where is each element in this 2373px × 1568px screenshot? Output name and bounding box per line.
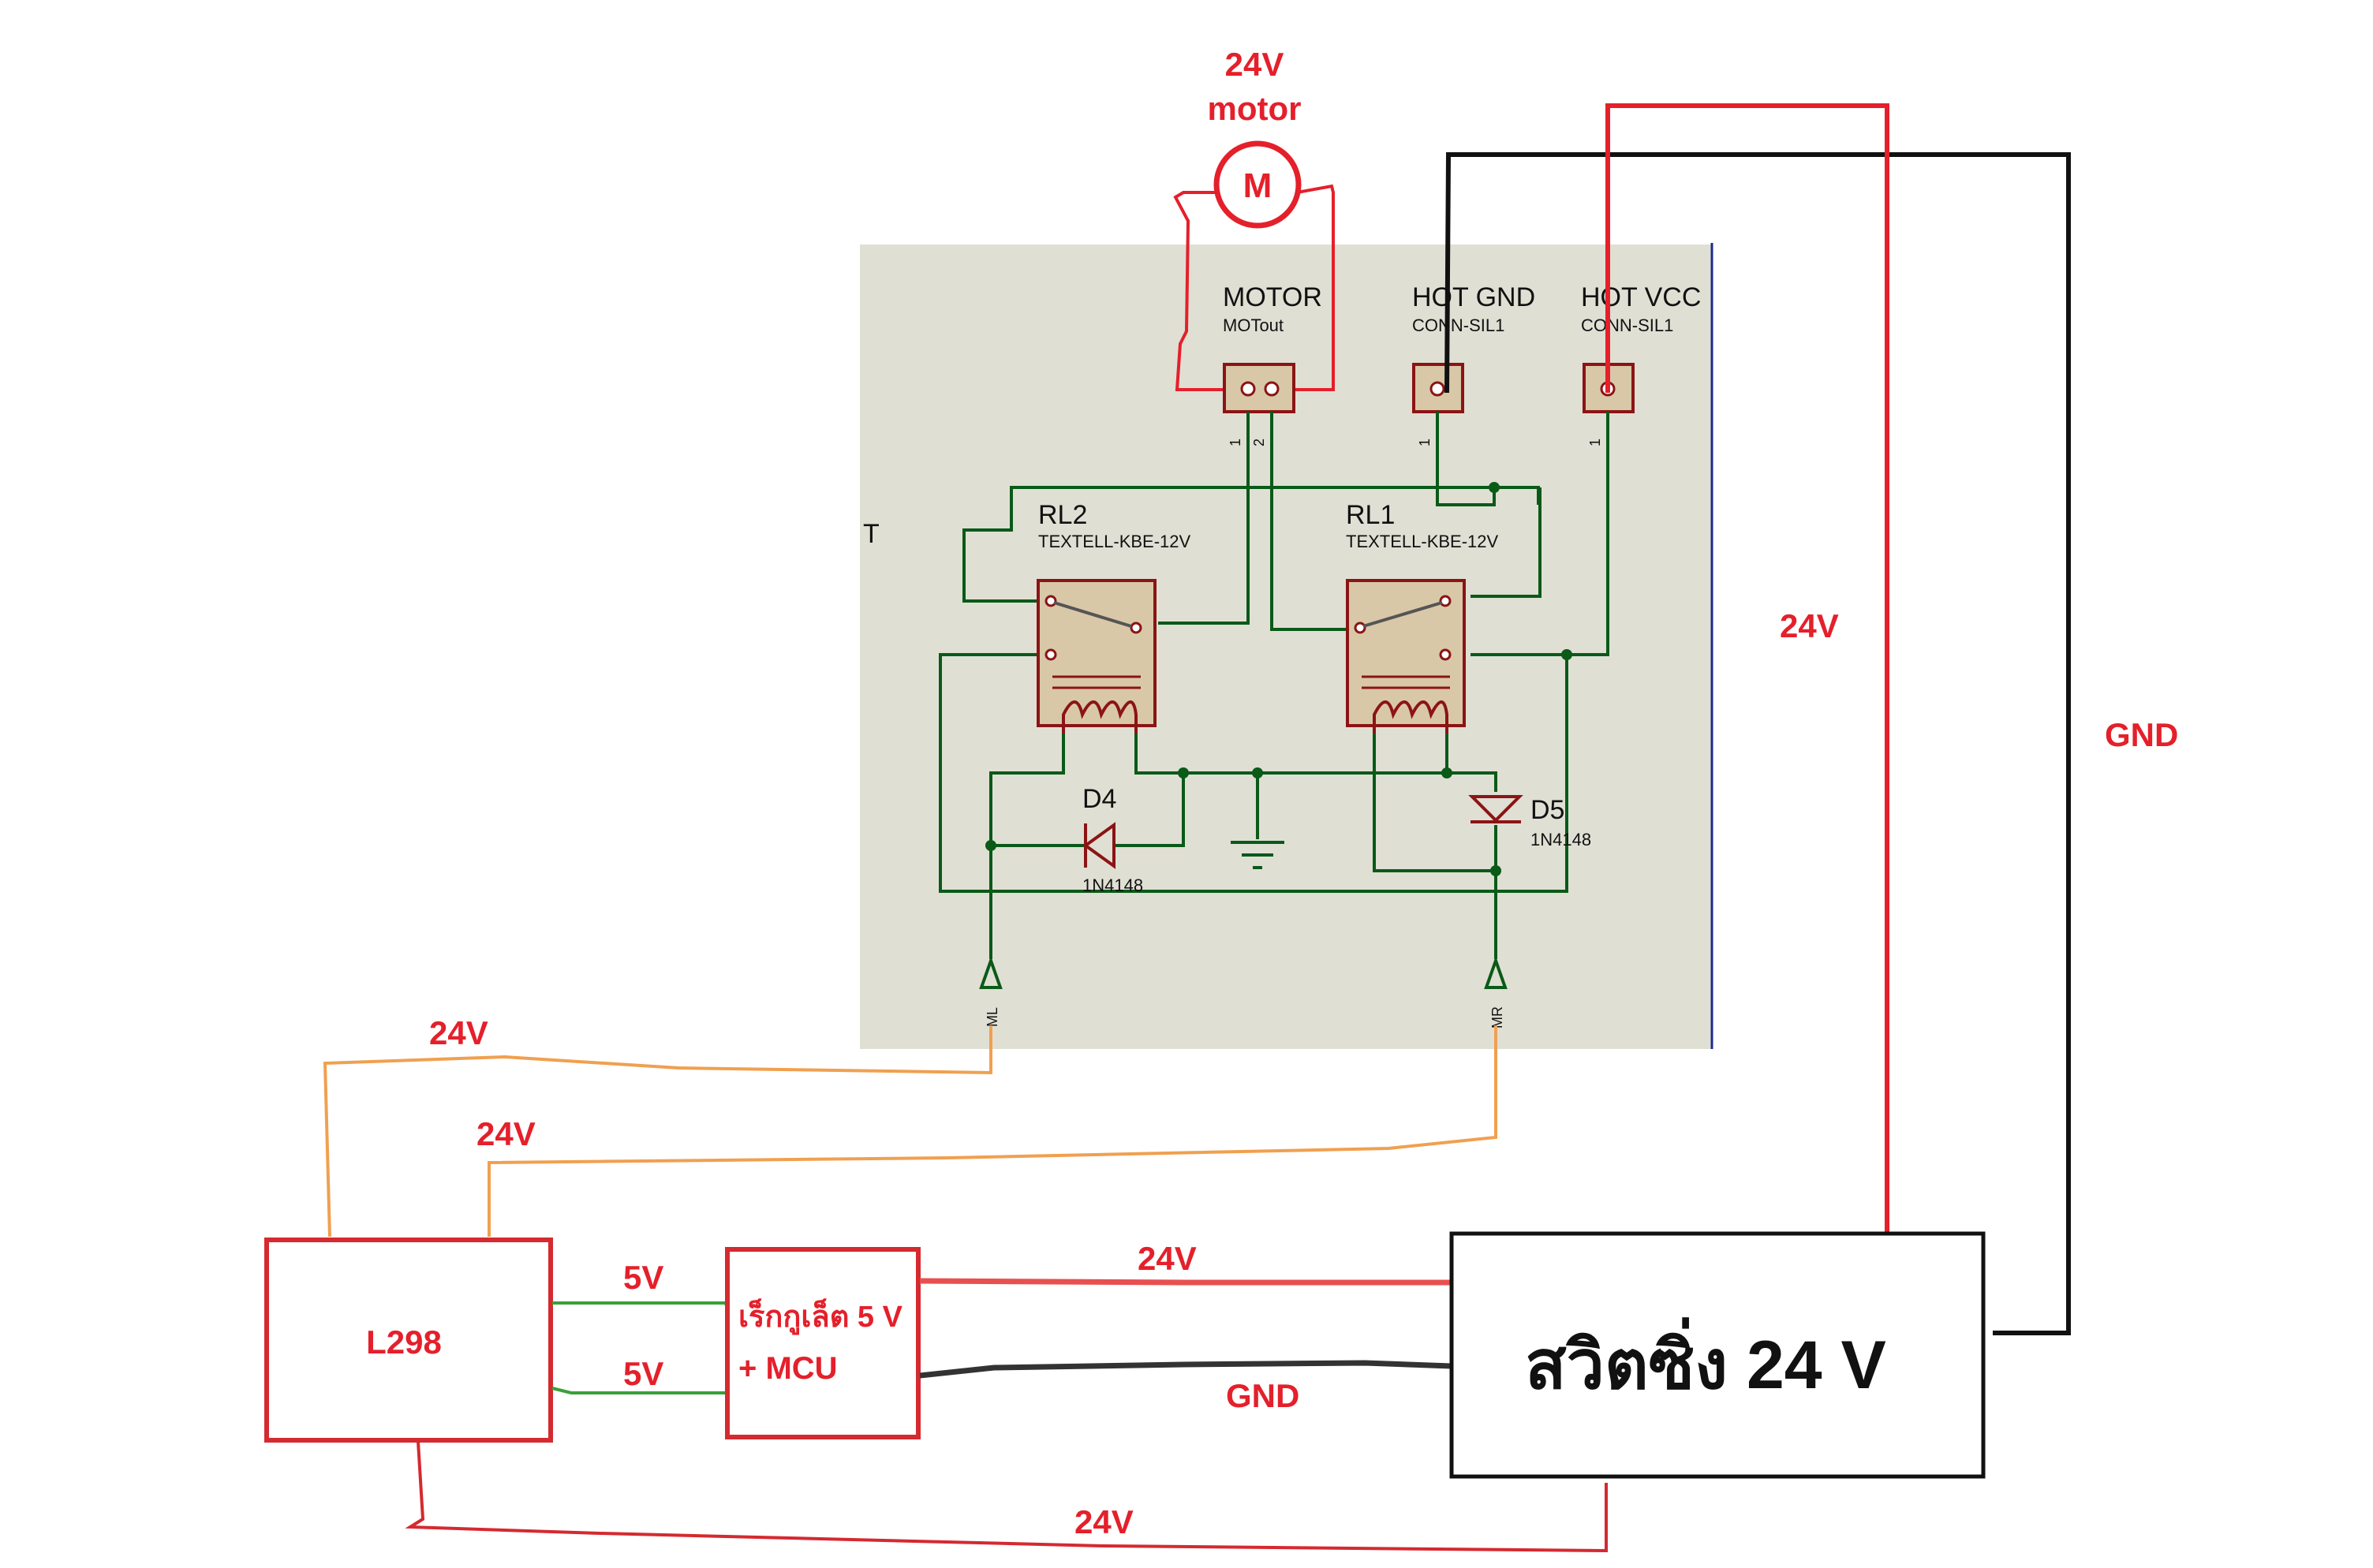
schematic-junctions xyxy=(985,482,1572,876)
relay-rl1-part: TEXTELL-KBE-12V xyxy=(1346,532,1499,551)
relay-rl2: RL2 TEXTELL-KBE-12V xyxy=(1037,500,1191,734)
port-mr: MR xyxy=(1484,955,1508,1029)
wire-psu-24v xyxy=(1605,103,1889,1234)
relay-rl1-name: RL1 xyxy=(1346,500,1395,530)
schematic-edge-text: T xyxy=(863,519,880,549)
port-ml-arrow xyxy=(979,955,1003,989)
connector-motor: MOTOR MOTout 1 2 xyxy=(1223,282,1322,446)
diode-d4-part: 1N4148 xyxy=(1082,875,1143,895)
port-mr-label: MR xyxy=(1489,1006,1505,1029)
connector-motor-pin2 xyxy=(1264,381,1280,397)
wire-motor-pin2 xyxy=(1270,412,1351,631)
wire-bottom-24v xyxy=(405,1441,1608,1553)
regulator-label: เร็กกูเล็ต 5 V xyxy=(738,1298,903,1335)
psu-box xyxy=(1449,1231,1986,1479)
motor-icon xyxy=(1213,140,1302,229)
connector-hot-gnd-part: CONN-SIL1 xyxy=(1412,315,1504,335)
wire-l298-to-ml xyxy=(323,1025,992,1238)
connector-motor-pin1 xyxy=(1240,381,1256,397)
wire-5v-top xyxy=(552,1301,729,1310)
regulator-mcu-block: เร็กกูเล็ต 5 V + MCU xyxy=(725,1247,921,1439)
diode-d5-part: 1N4148 xyxy=(1530,830,1591,849)
motor-title-line2: motor xyxy=(1208,90,1302,127)
connector-hot-gnd-name: HOT GND xyxy=(1412,282,1535,312)
mcu-label: + MCU xyxy=(738,1351,838,1386)
diode-d5-symbol xyxy=(1468,795,1523,823)
regulator-mcu-box xyxy=(725,1247,921,1439)
diode-d4-symbol xyxy=(1082,822,1115,869)
label-24v-ml: 24V xyxy=(429,1014,488,1051)
connector-hot-vcc-name: HOT VCC xyxy=(1581,282,1701,312)
label-5v-bottom: 5V xyxy=(623,1355,663,1392)
wire-rl1-no xyxy=(1471,412,1609,656)
connector-motor-body xyxy=(1223,363,1295,413)
l298-block: L298 xyxy=(264,1238,553,1443)
label-24v-bottom: 24V xyxy=(1074,1503,1134,1540)
diode-d4: D4 1N4148 xyxy=(1082,784,1143,895)
relay-rl1: RL1 TEXTELL-KBE-12V xyxy=(1346,500,1499,734)
psu-block: สวิตซิ่ง 24 V xyxy=(1449,1231,1986,1479)
connector-hot-vcc-part: CONN-SIL1 xyxy=(1581,315,1673,335)
port-mr-arrow xyxy=(1484,955,1508,989)
diode-d5-name: D5 xyxy=(1530,795,1564,825)
relay-rl1-coil xyxy=(1373,700,1448,734)
wire-mcu-24v xyxy=(919,1278,1452,1286)
wire-rl1-nc-loop xyxy=(1471,487,1542,598)
wire-rl2-coil-right xyxy=(1134,734,1497,792)
schematic-wiring xyxy=(939,412,1609,959)
label-24v-mcu: 24V xyxy=(1138,1240,1197,1277)
wire-l298-to-mr xyxy=(488,1025,1497,1237)
wire-rl2-coil-left xyxy=(989,734,1065,959)
l298-label: L298 xyxy=(366,1323,442,1361)
motor-title-line1: 24V xyxy=(1225,46,1284,83)
connector-hot-gnd: HOT GND CONN-SIL1 1 xyxy=(1412,282,1535,446)
motor-symbol: 24V motor M xyxy=(1173,46,1335,391)
psu-label: สวิตซิ่ง 24 V xyxy=(1525,1316,1886,1403)
relay-rl2-coil xyxy=(1062,700,1138,734)
wire-motor-pin1 xyxy=(1158,412,1250,625)
l298-box xyxy=(264,1238,553,1443)
relay-rl2-name: RL2 xyxy=(1038,500,1087,530)
label-5v-top: 5V xyxy=(623,1259,663,1296)
label-24v-mr: 24V xyxy=(476,1115,536,1152)
connector-motor-name: MOTOR xyxy=(1223,282,1322,312)
label-gnd-right: GND xyxy=(2105,716,2178,753)
connector-motor-pin1-label: 1 xyxy=(1228,439,1243,446)
wire-mcu-gnd xyxy=(919,1360,1452,1379)
diode-d4-name: D4 xyxy=(1082,784,1116,814)
connector-motor-pin2-label: 2 xyxy=(1251,439,1267,446)
diode-d5: D5 1N4148 xyxy=(1468,795,1591,849)
wire-5v-bottom xyxy=(551,1387,726,1394)
relay-rl2-part: TEXTELL-KBE-12V xyxy=(1038,532,1191,551)
port-ml: ML xyxy=(979,955,1003,1027)
label-24v-right: 24V xyxy=(1780,607,1839,644)
label-gnd-mcu: GND xyxy=(1226,1377,1299,1414)
wire-psu-gnd xyxy=(1444,152,2071,1335)
port-ml-label: ML xyxy=(985,1007,1000,1027)
relay-rl2-switch-arm xyxy=(1053,601,1132,628)
connector-hot-vcc-pin1-label: 1 xyxy=(1587,439,1603,446)
wire-rl2-no xyxy=(939,653,1568,893)
ground-symbol xyxy=(1231,841,1284,869)
wire-d4-cathode xyxy=(1114,773,1185,847)
motor-glyph: M xyxy=(1243,166,1272,205)
wire-hot-gnd-drop xyxy=(1436,412,1496,506)
connector-hot-gnd-pin1-label: 1 xyxy=(1417,439,1433,446)
relay-rl1-switch-arm xyxy=(1362,601,1443,628)
connector-motor-part: MOTout xyxy=(1223,315,1284,335)
connector-hot-vcc: HOT VCC CONN-SIL1 1 xyxy=(1581,282,1701,446)
connector-hot-gnd-pin1 xyxy=(1429,381,1445,397)
